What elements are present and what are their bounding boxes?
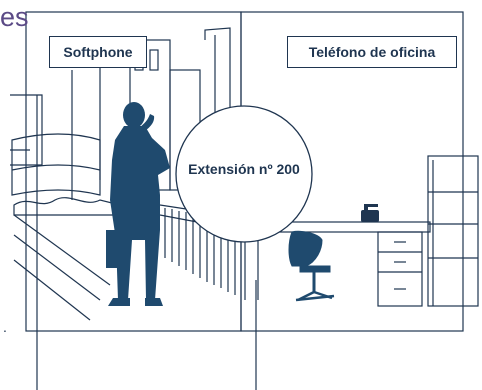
bookshelf (427, 155, 479, 307)
extension-label: Extensión nº 200 (188, 161, 300, 177)
decorative-dot: . (3, 319, 7, 335)
desk-telephone-icon (361, 204, 379, 222)
softphone-label: Softphone (49, 36, 147, 68)
extension-circle (175, 105, 313, 243)
office-desk (261, 221, 431, 307)
office-phone-label: Teléfono de oficina (287, 36, 457, 68)
office-chair-icon (288, 230, 335, 302)
corner-heading-fragment: es (0, 2, 29, 32)
businessman-figure (106, 102, 170, 306)
